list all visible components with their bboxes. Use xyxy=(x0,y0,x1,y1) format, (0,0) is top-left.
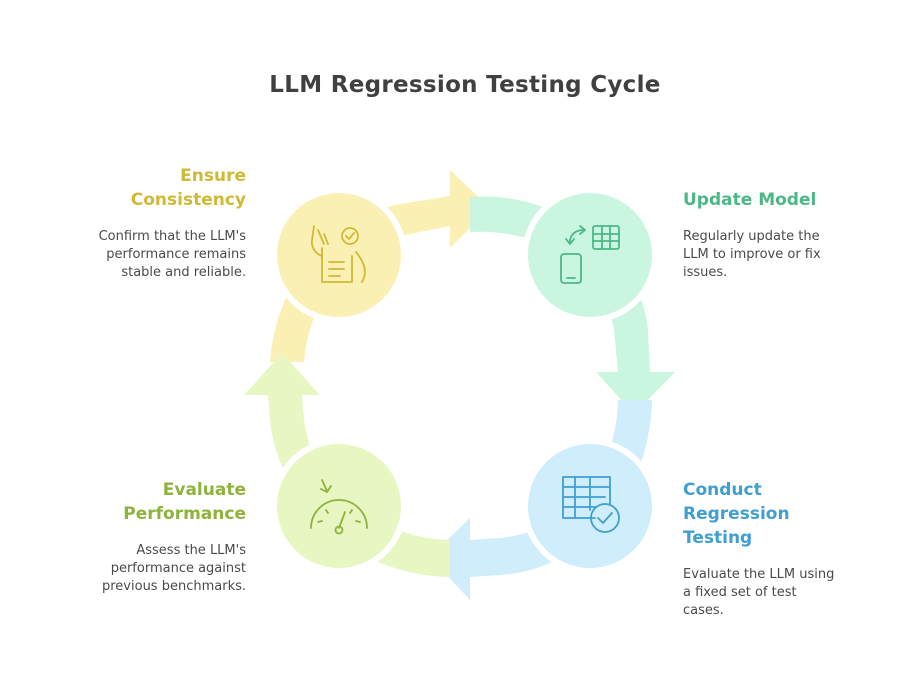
description-line: stable and reliable. xyxy=(121,265,246,280)
heading-line: Evaluate xyxy=(162,480,246,500)
heading-line: Testing xyxy=(683,528,753,548)
phone-table-sync-icon xyxy=(560,225,620,284)
heading-line: Update Model xyxy=(683,190,817,210)
heading-line: Consistency xyxy=(130,190,246,210)
update-model-description: Regularly update the LLM to improve or f… xyxy=(683,228,821,282)
arrow-green xyxy=(244,353,450,577)
table-check-icon xyxy=(562,476,620,533)
update-model-heading: Update Model xyxy=(683,188,816,212)
conduct-testing-heading: Conduct Regression Testing xyxy=(683,478,790,550)
description-line: issues. xyxy=(683,265,728,280)
stage-circle-update-model xyxy=(522,187,658,323)
checklist-hand-icon xyxy=(310,225,366,283)
ensure-consistency-heading: Ensure Consistency xyxy=(131,164,246,212)
heading-line: Performance xyxy=(123,504,246,524)
evaluate-performance-description: Assess the LLM's performance against pre… xyxy=(102,542,246,596)
stage-circle-evaluate-performance xyxy=(271,438,407,574)
evaluate-performance-heading: Evaluate Performance xyxy=(123,478,246,526)
diagram-title: LLM Regression Testing Cycle xyxy=(269,72,661,98)
heading-line: Ensure xyxy=(180,166,246,186)
description-line: Assess the LLM's xyxy=(136,543,246,558)
description-line: previous benchmarks. xyxy=(102,579,246,594)
description-line: Regularly update the xyxy=(683,229,820,244)
arrow-yellow xyxy=(270,170,490,362)
heading-line: Conduct xyxy=(683,480,762,500)
description-line: performance remains xyxy=(106,247,246,262)
description-line: cases. xyxy=(683,603,724,618)
gauge-icon xyxy=(310,479,368,535)
description-line: LLM to improve or fix xyxy=(683,247,821,262)
arrow-mint xyxy=(470,196,675,414)
stage-circle-ensure-consistency xyxy=(271,187,407,323)
description-line: Confirm that the LLM's xyxy=(98,229,246,244)
heading-line: Regression xyxy=(683,504,790,524)
description-line: Evaluate the LLM using xyxy=(683,567,835,582)
arrow-blue xyxy=(430,400,652,600)
description-line: a fixed set of test xyxy=(683,585,797,600)
conduct-testing-description: Evaluate the LLM using a fixed set of te… xyxy=(683,566,834,620)
ensure-consistency-description: Confirm that the LLM's performance remai… xyxy=(99,228,246,282)
description-line: performance against xyxy=(110,561,246,576)
